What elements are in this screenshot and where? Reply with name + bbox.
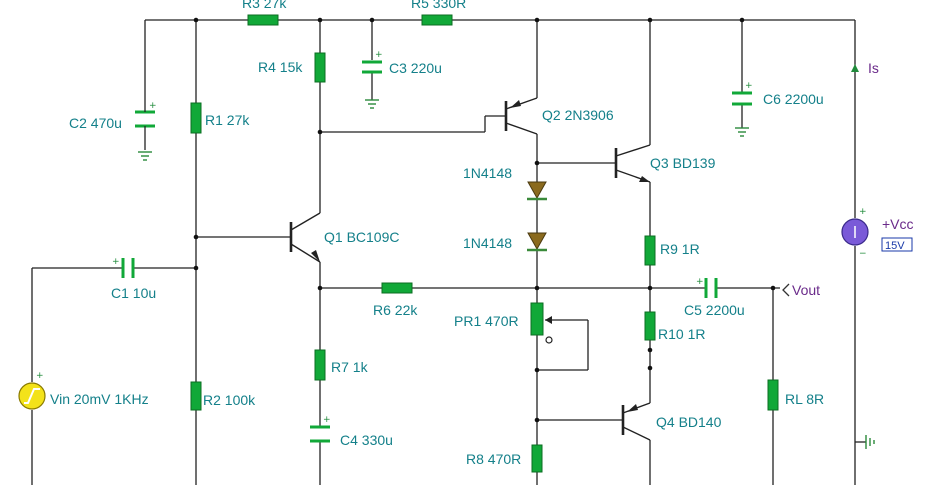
output-port-icon[interactable] — [782, 283, 790, 297]
label-is: Is — [868, 60, 879, 76]
svg-text:+: + — [149, 101, 157, 111]
svg-text:+: + — [36, 371, 44, 381]
transistor-q3[interactable] — [614, 144, 651, 183]
trimmer-pr1[interactable] — [530, 302, 553, 344]
transistor-q4[interactable] — [621, 402, 651, 441]
label-r9: R9 1R — [660, 241, 700, 257]
label-pr1: PR1 470R — [454, 313, 519, 329]
label-q1: Q1 BC109C — [324, 229, 399, 245]
label-r4: R4 15k — [258, 59, 303, 75]
resistor-r8[interactable] — [531, 444, 543, 473]
ground-icon — [735, 127, 749, 137]
label-q3: Q3 BD139 — [650, 155, 716, 171]
svg-text:−: − — [859, 249, 867, 259]
label-r10: R10 1R — [658, 326, 705, 342]
label-r6: R6 22k — [373, 302, 418, 318]
resistor-r3[interactable] — [247, 14, 279, 26]
label-r7: R7 1k — [331, 359, 369, 375]
diode-d1[interactable] — [527, 181, 547, 201]
capacitor-c2[interactable]: + — [135, 101, 157, 130]
ground-icon — [138, 151, 152, 161]
transistor-q1[interactable] — [289, 212, 321, 263]
capacitor-c4[interactable]: + — [310, 415, 331, 443]
label-vcc-value: 15V — [885, 240, 905, 252]
label-vcc: +Vcc — [882, 216, 914, 232]
component-labels: R3 27k R5 330R R4 15k C3 220u C6 2200u I… — [50, 0, 914, 467]
label-rl: RL 8R — [785, 391, 824, 407]
capacitor-c5[interactable]: + — [696, 277, 718, 298]
resistor-r5[interactable] — [421, 14, 453, 26]
resistor-r7[interactable] — [314, 349, 326, 381]
label-vout: Vout — [792, 282, 820, 298]
svg-text:+: + — [696, 277, 704, 287]
label-c5: C5 2200u — [684, 302, 745, 318]
capacitor-c3[interactable]: + — [362, 50, 383, 74]
label-c4: C4 330u — [340, 432, 393, 448]
label-c1: C1 10u — [111, 285, 156, 301]
label-d2: 1N4148 — [463, 235, 512, 251]
label-r8: R8 470R — [466, 451, 521, 467]
resistor-r10[interactable] — [644, 311, 656, 341]
svg-text:+: + — [745, 81, 753, 91]
resistor-r1[interactable] — [190, 102, 202, 134]
label-r1: R1 27k — [205, 112, 250, 128]
label-vin: Vin 20mV 1KHz — [50, 391, 149, 407]
resistor-r9[interactable] — [644, 235, 656, 266]
resistor-rl[interactable] — [767, 379, 779, 411]
label-r2: R2 100k — [203, 392, 256, 408]
transistor-q2[interactable] — [504, 97, 538, 135]
label-c2: C2 470u — [69, 115, 122, 131]
label-c6: C6 2200u — [763, 91, 824, 107]
label-q4: Q4 BD140 — [656, 414, 722, 430]
label-c3: C3 220u — [389, 60, 442, 76]
capacitor-c6[interactable]: + — [732, 81, 753, 106]
label-d1: 1N4148 — [463, 165, 512, 181]
current-probe-icon — [851, 64, 859, 72]
svg-text:+: + — [323, 415, 331, 425]
resistor-r6[interactable] — [381, 282, 413, 294]
svg-text:+: + — [375, 50, 383, 60]
dc-source-icon[interactable]: + − — [841, 207, 869, 259]
resistor-r4[interactable] — [314, 52, 326, 83]
diode-d2[interactable] — [527, 232, 547, 252]
junction-dots — [193, 17, 776, 423]
svg-text:+: + — [112, 257, 120, 267]
label-r3: R3 27k — [242, 0, 287, 11]
svg-text:+: + — [859, 207, 867, 217]
label-q2: Q2 2N3906 — [542, 107, 614, 123]
resistor-r2[interactable] — [190, 381, 202, 411]
wires — [31, 19, 866, 485]
vcc-value-box — [881, 237, 913, 252]
sine-source-icon[interactable]: + — [18, 371, 46, 410]
ground-icon — [865, 435, 875, 449]
capacitor-c1[interactable]: + — [112, 257, 135, 278]
label-r5: R5 330R — [411, 0, 466, 11]
ground-icon — [365, 99, 379, 109]
